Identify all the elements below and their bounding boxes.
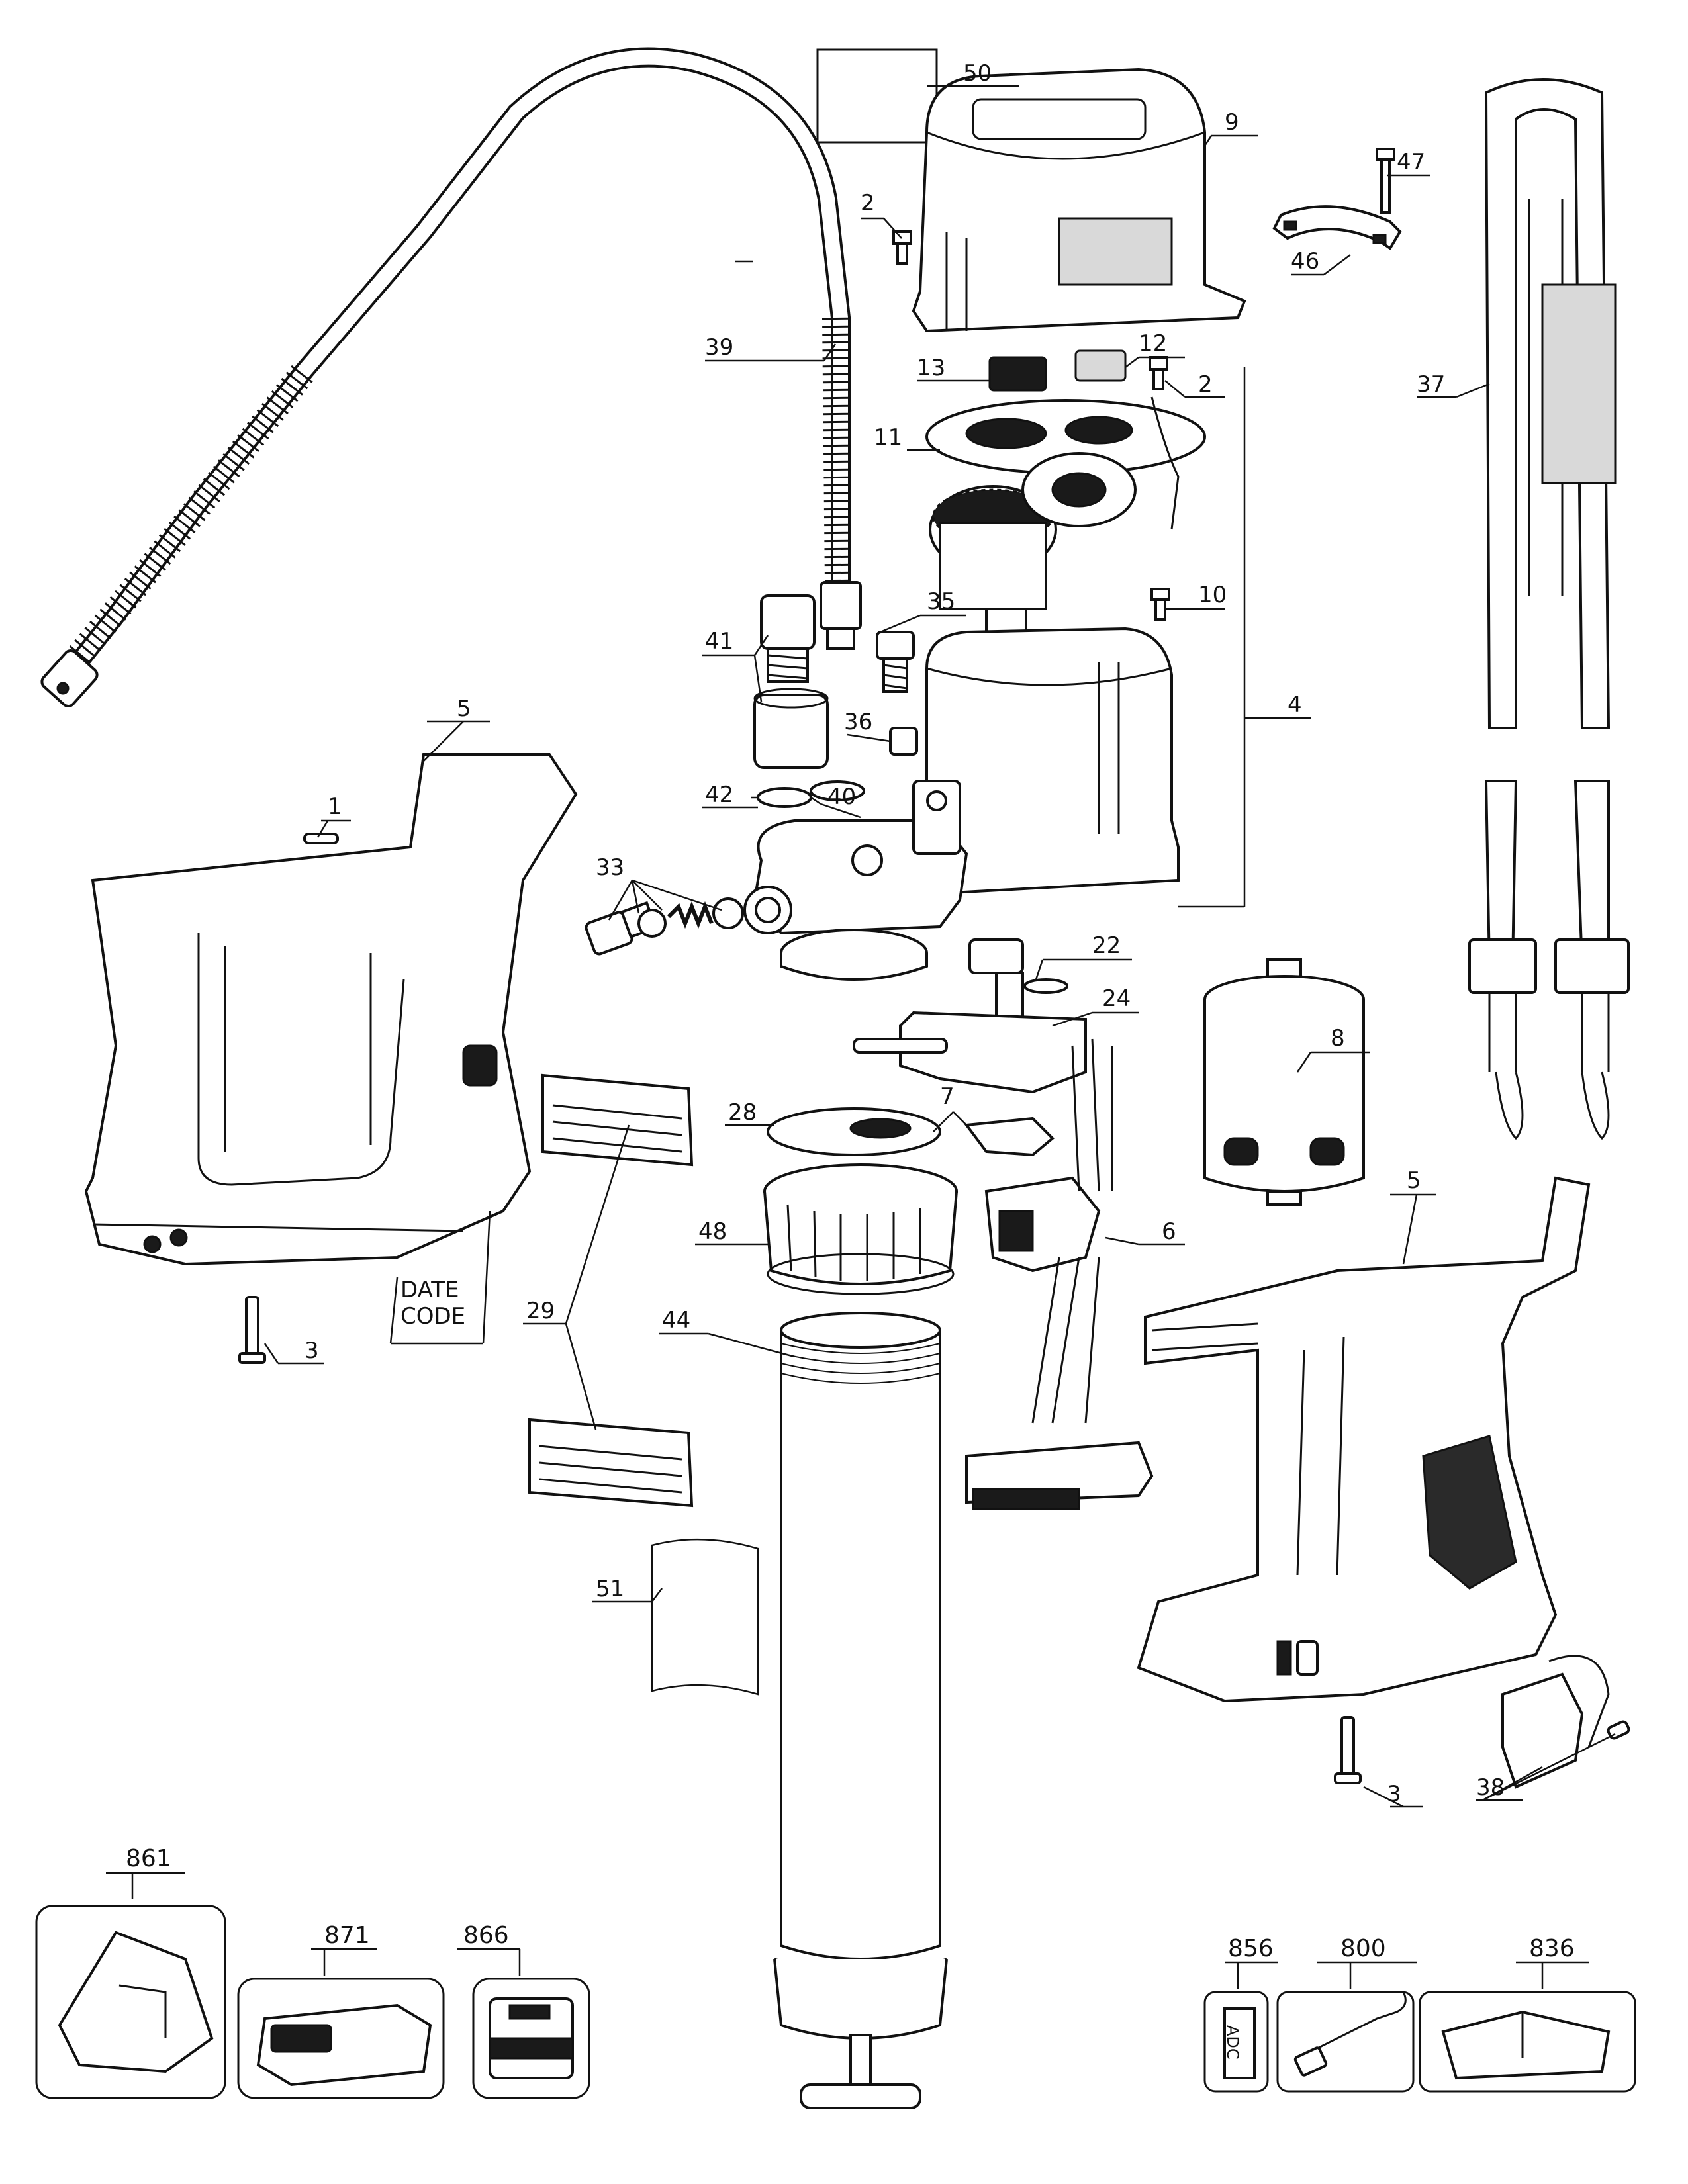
part-gear-case-4 <box>743 627 1180 981</box>
part-label-51 <box>651 1538 759 1696</box>
part-gear-plate-11 <box>925 396 1206 530</box>
part-fitting-39 <box>753 594 829 769</box>
part-motor-10 <box>1203 958 1365 1206</box>
callout-12: 12 <box>1139 330 1167 357</box>
part-pin-1 <box>303 833 339 844</box>
part-plunger <box>968 938 1024 1021</box>
part-ring-22 <box>1023 978 1068 994</box>
part-housing-right <box>1137 1176 1591 1703</box>
callout-2b: 2 <box>1198 371 1213 398</box>
part-label-50 <box>816 48 938 144</box>
part-housing-left <box>84 753 578 1266</box>
callout-42: 38 <box>1476 1774 1505 1801</box>
callout-51: 51 <box>596 1576 624 1602</box>
callout-37: 39 <box>705 334 733 361</box>
part-36 <box>889 727 918 756</box>
callout-8: 6 <box>1162 1218 1176 1245</box>
callout-41: 44 <box>662 1307 690 1334</box>
part-gears <box>929 452 1137 657</box>
callout-40: 42 <box>705 782 733 808</box>
acc-box-871 <box>237 1978 445 2099</box>
part-barrel-41 <box>773 1312 948 2109</box>
label-856-glyphs: ADC <box>1223 2025 1242 2060</box>
acc-box-866 <box>472 1978 590 2099</box>
part-grease-hose <box>40 47 862 707</box>
part-13 <box>988 356 1047 392</box>
callout-labels: 50 9 2 47 46 12 2 13 11 39 10 4 35 41 36… <box>126 60 1575 2060</box>
part-screw-3a <box>238 1296 266 1364</box>
callout-22: 22 <box>1092 933 1121 959</box>
callout-46: 47 <box>1397 149 1425 175</box>
part-switch-8 <box>965 1038 1154 1510</box>
callout-33: 29 <box>526 1298 555 1324</box>
callout-9: 10 <box>1198 582 1227 608</box>
part-cap-48 <box>763 1163 958 1295</box>
part-valve-29 <box>585 897 744 956</box>
part-clip-42 <box>1501 1655 1630 1789</box>
callout-29: 33 <box>596 854 624 881</box>
part-fitting-35 <box>876 631 915 693</box>
part-bracket-44 <box>1272 205 1402 250</box>
part-12 <box>1074 349 1127 382</box>
callout-48: 48 <box>698 1218 727 1245</box>
part-6 <box>964 1116 1055 1157</box>
acc-box-856 <box>1203 1991 1269 2093</box>
accessory-label-836: 836 <box>1529 1935 1575 1962</box>
callout-39: 41 <box>705 628 733 655</box>
part-screw-46 <box>1376 148 1395 214</box>
callout-35: 35 <box>927 588 955 615</box>
callout-3a: 3 <box>305 1338 319 1364</box>
date-code-line2: CODE <box>400 1303 465 1330</box>
callout-38: 40 <box>827 784 856 810</box>
part-screw-2a <box>892 230 912 265</box>
callout-13: 13 <box>917 355 945 381</box>
callout-6: 7 <box>940 1083 955 1110</box>
accessory-label-871: 871 <box>324 1922 370 1949</box>
part-disc-28 <box>767 1107 941 1156</box>
part-pad-33a <box>541 1073 694 1167</box>
acc-box-836 <box>1419 1991 1636 2093</box>
callout-28: 28 <box>728 1099 757 1126</box>
callout-50: 50 <box>963 60 992 87</box>
part-screw-3b <box>1334 1716 1362 1784</box>
part-oring-38 <box>810 780 865 801</box>
date-code-line1: DATE <box>400 1277 459 1303</box>
callout-36: 36 <box>844 709 872 735</box>
callout-10: 8 <box>1331 1025 1345 1052</box>
callout-47: 37 <box>1417 371 1445 398</box>
part-top-cover <box>912 68 1246 333</box>
accessory-label-856: 856 <box>1228 1935 1274 1962</box>
callout-44: 46 <box>1291 248 1319 275</box>
callout-1: 1 <box>328 794 342 820</box>
callout-2a: 2 <box>861 190 875 216</box>
callout-5a: 5 <box>457 696 471 722</box>
callout-11: 11 <box>874 424 902 451</box>
part-strap-47 <box>1468 78 1630 1140</box>
accessory-label-866: 866 <box>463 1922 509 1949</box>
part-pad-33b <box>528 1418 694 1508</box>
callout-24: 24 <box>1102 985 1131 1012</box>
part-screw-2b <box>1149 356 1168 390</box>
callout-3b: 3 <box>1387 1781 1401 1807</box>
accessory-label-861: 861 <box>126 1845 171 1872</box>
part-screw-9 <box>1150 588 1170 621</box>
accessory-label-800: 800 <box>1340 1935 1386 1962</box>
acc-box-861 <box>35 1905 226 2099</box>
part-24 <box>853 1011 1087 1094</box>
callout-5b: 5 <box>1407 1167 1421 1194</box>
callout-4: 4 <box>1288 692 1302 718</box>
leader-lines <box>106 85 1616 1989</box>
acc-box-800 <box>1276 1991 1415 2093</box>
part-oring-40 <box>757 787 812 808</box>
callout-7: 9 <box>1225 109 1239 136</box>
